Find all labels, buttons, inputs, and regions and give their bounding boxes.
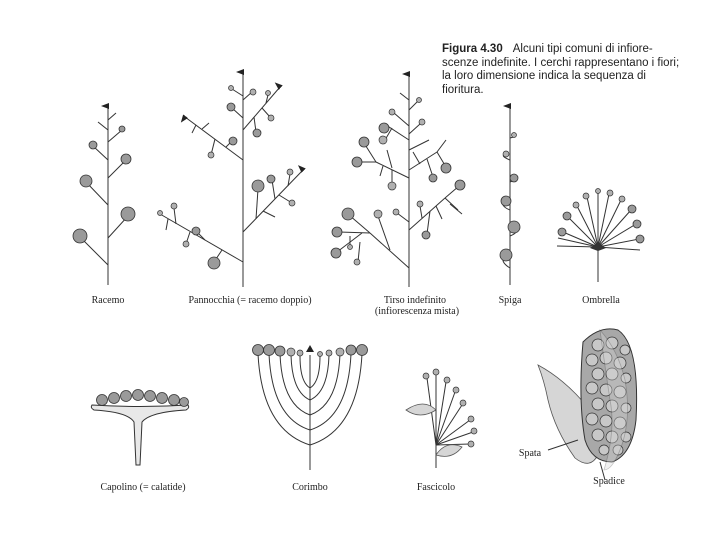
label-spiga: Spiga xyxy=(499,295,522,306)
label-spadice: Spadice xyxy=(593,476,625,487)
label-ombrella: Ombrella xyxy=(582,295,620,306)
label-pannocchia: Pannocchia (= racemo doppio) xyxy=(188,295,311,306)
label-fascicolo: Fascicolo xyxy=(417,482,455,493)
diagram-labels: Racemo Pannocchia (= racemo doppio) Tirs… xyxy=(92,295,626,493)
label-racemo: Racemo xyxy=(92,295,125,306)
label-capolino: Capolino (= calatide) xyxy=(100,482,185,493)
label-tirso-subtitle: (infiorescenza mista) xyxy=(375,306,459,317)
fascicolo-diagram xyxy=(406,369,477,468)
label-tirso: Tirso indefinito xyxy=(384,295,446,306)
capolino-diagram xyxy=(91,390,188,466)
label-corimbo: Corimbo xyxy=(292,482,328,493)
tirso-diagram xyxy=(331,74,465,287)
spiga-diagram xyxy=(500,106,520,285)
racemo-diagram xyxy=(73,106,135,285)
corimbo-diagram xyxy=(253,345,368,471)
spadice-diagram xyxy=(538,329,637,480)
pannocchia-diagram xyxy=(158,72,304,287)
label-spata: Spata xyxy=(519,448,542,459)
ombrella-diagram xyxy=(557,189,644,283)
